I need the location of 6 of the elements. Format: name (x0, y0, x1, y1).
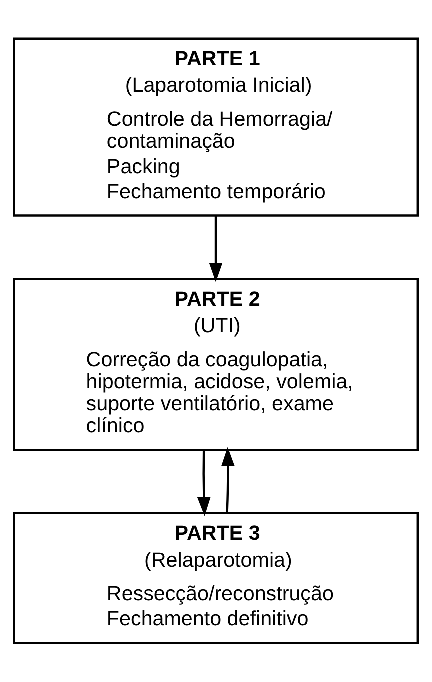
arrow (221, 447, 235, 514)
node-box: PARTE 1 (Laparotomia Inicial) Controle da Hemorragia/ contaminação Packing Fechamento temporário (13, 38, 419, 217)
arrow (209, 216, 223, 282)
arrow (197, 450, 211, 516)
node-box: PARTE 3 (Relaparotomia) Ressecção/reconstrução Fechamento definitivo (13, 512, 419, 644)
node-box: PARTE 2 (UTI) Correção da coagulopatia, hipotermia, acidose, volemia, suporte ventilatório, exame clínico (13, 278, 419, 452)
